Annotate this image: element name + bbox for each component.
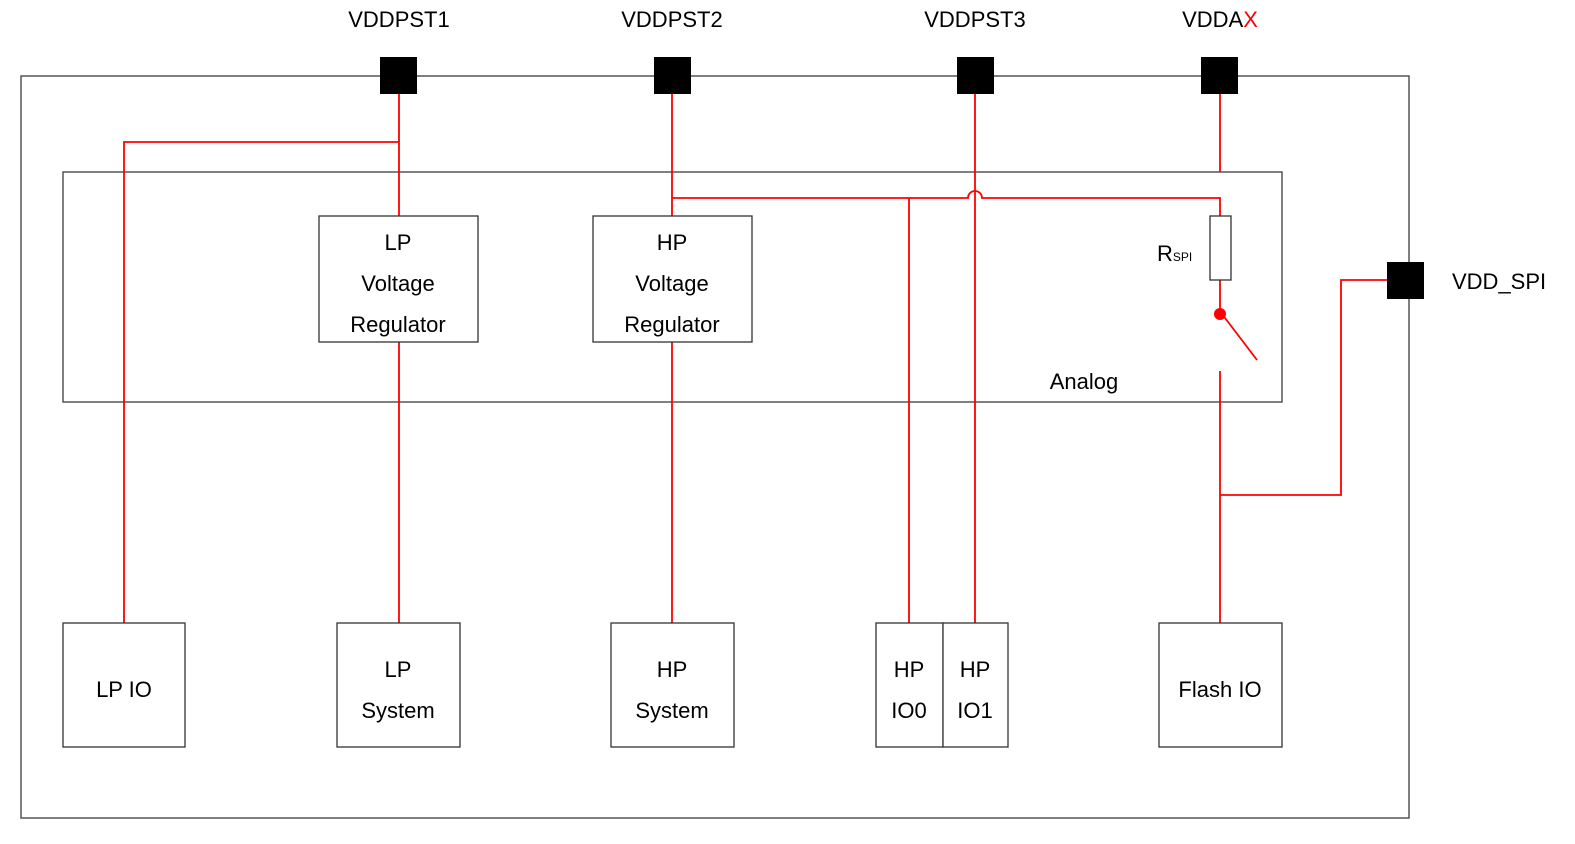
flash-io-block: Flash IO	[1158, 622, 1283, 748]
svg-text:HP: HP	[960, 657, 991, 682]
pin-label-vddpst2: VDDPST2	[621, 7, 722, 32]
svg-text:Regulator: Regulator	[624, 312, 719, 337]
svg-text:HP: HP	[657, 230, 688, 255]
switch-arm	[1221, 313, 1258, 361]
pad-vddpst2	[654, 57, 691, 94]
pad-vddax	[1201, 57, 1238, 94]
wire-vddpst2-bus	[672, 190, 1221, 216]
wire-vddpst1-to-lp-io	[123, 141, 399, 623]
pad-vddpst1	[380, 57, 417, 94]
svg-text:IO1: IO1	[957, 698, 992, 723]
resistor-rspi	[1209, 215, 1232, 281]
switch-pivot-icon	[1214, 308, 1226, 320]
hp-io0-block: HP IO0	[875, 622, 944, 748]
svg-text:Flash IO: Flash IO	[1178, 677, 1261, 702]
pin-label-vddax: VDDAX	[1182, 7, 1258, 32]
svg-text:Regulator: Regulator	[350, 312, 445, 337]
svg-text:HP: HP	[894, 657, 925, 682]
hp-system-block: HP System	[610, 622, 735, 748]
pad-vddpst3	[957, 57, 994, 94]
hp-voltage-regulator: HP Voltage Regulator	[592, 215, 753, 343]
pin-label-vddpst3: VDDPST3	[924, 7, 1025, 32]
pad-vdd-spi	[1387, 262, 1424, 299]
resistor-label: RSPI	[1157, 241, 1192, 266]
svg-text:IO0: IO0	[891, 698, 926, 723]
analog-label: Analog	[1050, 369, 1119, 394]
svg-text:HP: HP	[657, 657, 688, 682]
lp-io-block: LP IO	[62, 622, 186, 748]
pin-label-vdd-spi: VDD_SPI	[1452, 269, 1546, 294]
svg-text:LP: LP	[385, 657, 412, 682]
svg-text:System: System	[635, 698, 708, 723]
svg-text:Voltage: Voltage	[635, 271, 708, 296]
wire-vdd-spi	[1220, 279, 1388, 496]
svg-text:LP: LP	[385, 230, 412, 255]
pin-label-vddpst1: VDDPST1	[348, 7, 449, 32]
lp-voltage-regulator: LP Voltage Regulator	[318, 215, 479, 343]
svg-text:Voltage: Voltage	[361, 271, 434, 296]
chip-outline	[20, 75, 1410, 819]
svg-text:System: System	[361, 698, 434, 723]
svg-text:LP IO: LP IO	[96, 677, 152, 702]
power-wires	[123, 94, 1388, 623]
lp-system-block: LP System	[336, 622, 461, 748]
hp-io1-block: HP IO1	[942, 622, 1009, 748]
